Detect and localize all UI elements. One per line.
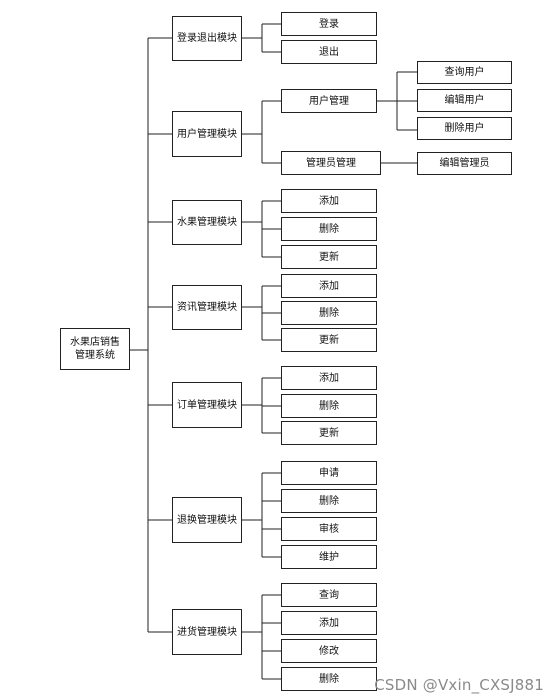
- leaf-delete-user: 删除用户: [417, 117, 512, 140]
- leaf-fruit-add: 添加: [281, 189, 377, 213]
- leaf-query-user: 查询用户: [417, 61, 512, 84]
- leaf-order-add: 添加: [281, 366, 377, 390]
- node-admin-mgmt: 管理员管理: [281, 151, 381, 175]
- node-user-mgmt: 用户管理: [281, 89, 377, 113]
- leaf-purchase-query: 查询: [281, 583, 377, 607]
- leaf-edit-user: 编辑用户: [417, 89, 512, 112]
- edge-news-children: [242, 285, 281, 341]
- leaf-order-delete: 删除: [281, 394, 377, 418]
- leaf-return-review: 审核: [281, 517, 377, 541]
- leaf-news-delete: 删除: [281, 301, 377, 325]
- leaf-order-update: 更新: [281, 421, 377, 445]
- root-node: 水果店销售管理系统: [60, 328, 130, 370]
- edge-user-mgmt-children: [377, 71, 417, 131]
- edge-order-children: [242, 377, 281, 434]
- module-fruit: 水果管理模块: [172, 200, 242, 245]
- edge-return-children: [242, 472, 281, 558]
- edge-user-children: [242, 100, 281, 164]
- module-purchase: 进货管理模块: [172, 609, 242, 655]
- module-order: 订单管理模块: [172, 382, 242, 428]
- leaf-return-apply: 申请: [281, 461, 377, 485]
- leaf-login: 登录: [281, 12, 377, 36]
- module-login: 登录退出模块: [172, 16, 242, 61]
- leaf-news-add: 添加: [281, 274, 377, 298]
- leaf-news-update: 更新: [281, 328, 377, 352]
- leaf-return-maintain: 维护: [281, 545, 377, 569]
- leaf-logout: 退出: [281, 40, 377, 64]
- module-user: 用户管理模块: [172, 111, 242, 157]
- leaf-edit-admin: 编辑管理员: [417, 152, 512, 175]
- leaf-purchase-edit: 修改: [281, 639, 377, 663]
- edge-purchase-children: [242, 594, 281, 680]
- leaf-purchase-add: 添加: [281, 611, 377, 635]
- edge-fruit-children: [242, 200, 281, 258]
- module-news: 资讯管理模块: [172, 285, 242, 330]
- leaf-purchase-delete: 删除: [281, 667, 377, 691]
- watermark: CSDN @Vxin_CXSJ881: [374, 676, 544, 694]
- edge-login-children: [242, 23, 281, 53]
- module-return: 退换管理模块: [172, 497, 242, 543]
- leaf-fruit-update: 更新: [281, 245, 377, 269]
- leaf-return-delete: 删除: [281, 489, 377, 513]
- leaf-fruit-delete: 删除: [281, 217, 377, 241]
